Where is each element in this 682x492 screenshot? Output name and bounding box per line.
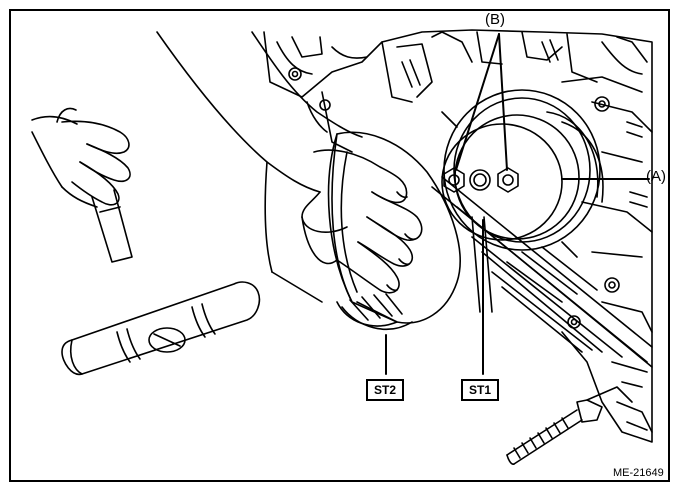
left-hand bbox=[31, 107, 131, 208]
engine-block bbox=[263, 29, 653, 443]
leader-b-left bbox=[455, 33, 500, 171]
tool-label-st1: ST1 bbox=[461, 379, 499, 401]
bolt-b-right bbox=[497, 167, 519, 193]
tool-st1 bbox=[471, 216, 633, 465]
engine-service-illustration bbox=[31, 29, 653, 465]
callout-leaders bbox=[385, 33, 650, 375]
figure-frame bbox=[9, 9, 670, 482]
callout-label-a: (A) bbox=[646, 168, 666, 185]
figure-id: ME-21649 bbox=[613, 467, 664, 479]
holder-st2 bbox=[327, 131, 461, 330]
belt-band bbox=[431, 176, 653, 368]
tool-label-st2: ST2 bbox=[366, 379, 404, 401]
right-hand bbox=[156, 31, 423, 303]
bolt-b-left bbox=[443, 167, 465, 193]
leader-b-right bbox=[498, 33, 508, 171]
callout-label-b: (B) bbox=[485, 11, 505, 28]
pulley bbox=[441, 89, 604, 258]
hammer bbox=[61, 189, 261, 376]
